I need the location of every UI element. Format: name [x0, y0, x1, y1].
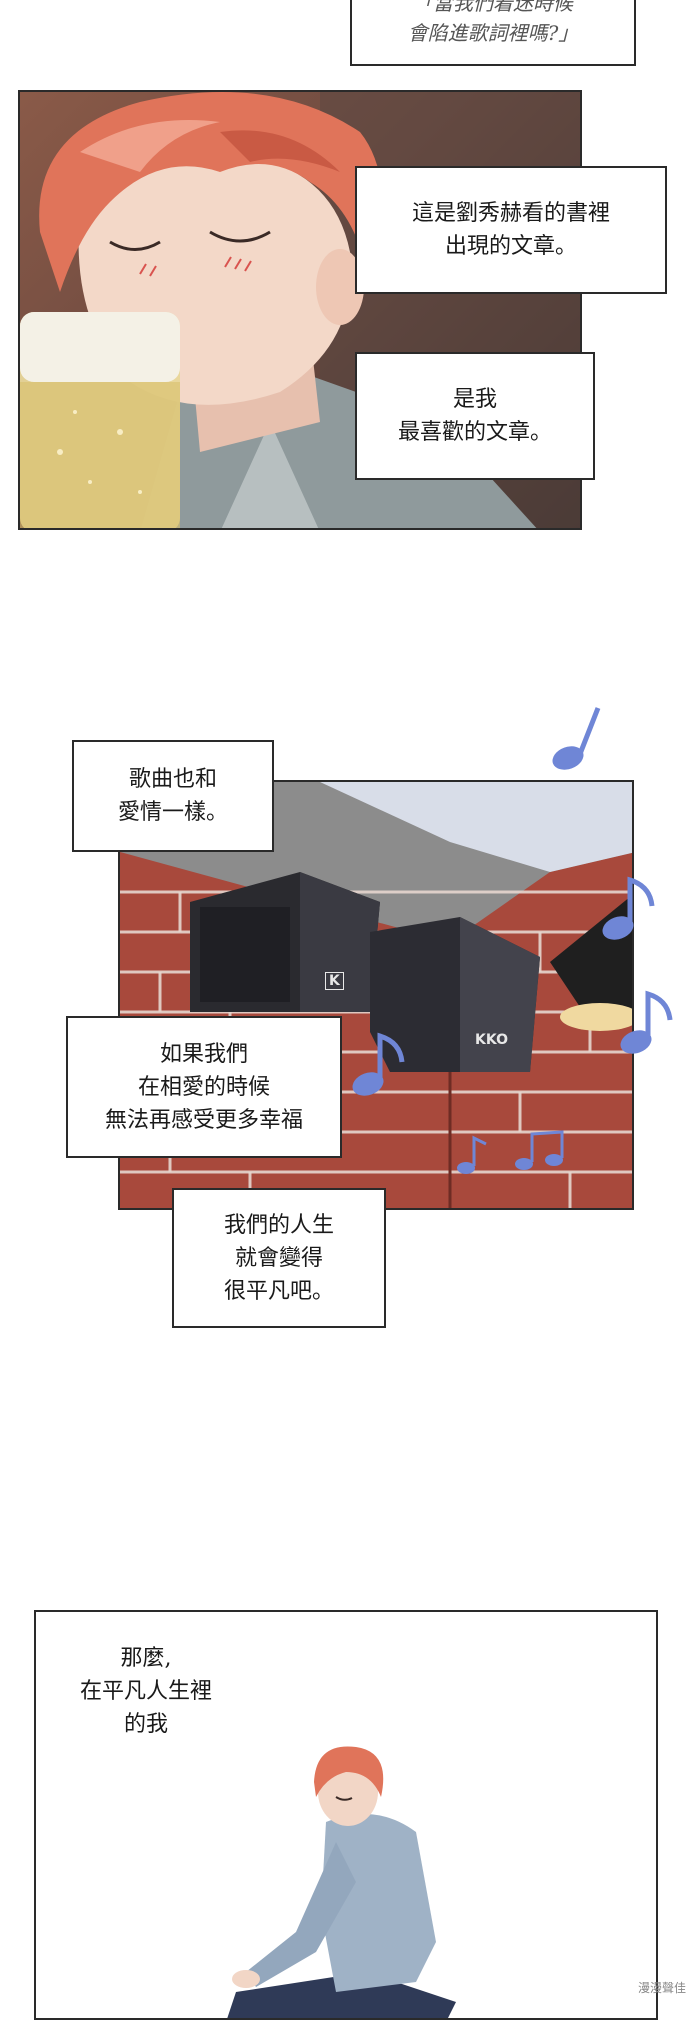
music-note-icon — [602, 876, 655, 940]
double-music-note-icon — [515, 1130, 564, 1170]
panel-man-sitting — [34, 1610, 658, 2020]
caption-ordinary-me: 那麼, 在平凡人生裡 的我 — [79, 1646, 212, 1737]
caption-if-we-love: 如果我們 在相愛的時候 無法再感受更多幸福 — [66, 1016, 342, 1158]
music-note-icon — [457, 1135, 487, 1174]
music-note-icon — [620, 990, 673, 1054]
caption-top-partial: 「當我們着迷時候 會陷進歌詞裡嗎?」 — [350, 0, 636, 66]
speaker-label-kko: KKO — [475, 1032, 508, 1048]
music-note-icon — [352, 1032, 405, 1096]
music-note-icon — [552, 707, 601, 770]
caption-song-like-love: 歌曲也和 愛情一樣。 — [72, 740, 274, 852]
speaker-label-k: K — [325, 972, 344, 990]
caption-book-sentence: 這是劉秀赫看的書裡 出現的文章。 — [355, 166, 667, 294]
caption-favorite-sentence: 是我 最喜歡的文章。 — [355, 352, 595, 480]
watermark: 漫漫聲佳 — [637, 1981, 686, 1995]
caption-life-ordinary: 我們的人生 就會變得 很平凡吧。 — [172, 1188, 386, 1328]
